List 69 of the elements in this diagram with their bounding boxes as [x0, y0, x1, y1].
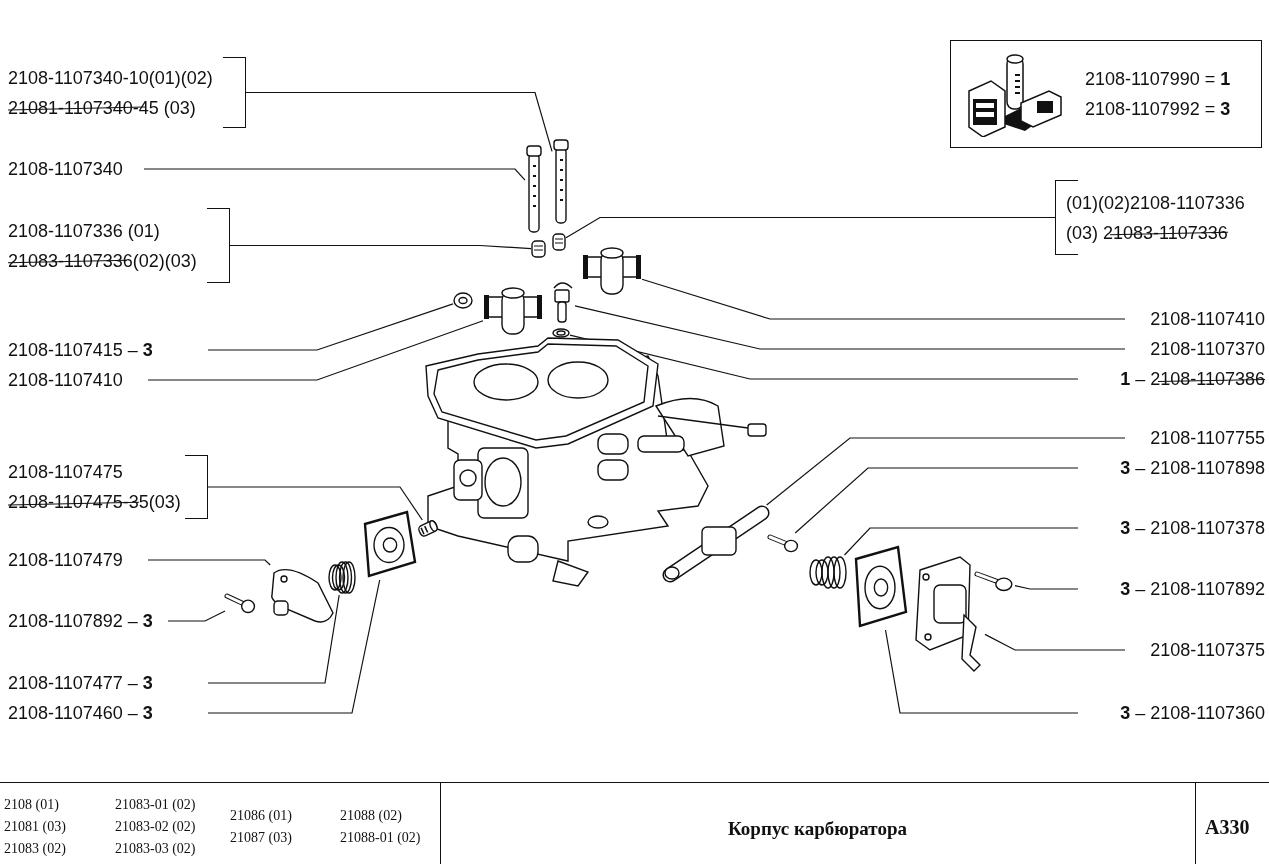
sheet-title: Корпус карбюратора: [727, 818, 908, 840]
model-code: 21088-01 (02): [340, 830, 421, 846]
leader-line: [574, 305, 1126, 350]
leader-line: [147, 559, 271, 566]
bracket: [8, 208, 230, 283]
washer-drawing: [552, 328, 570, 338]
leader-line: [843, 527, 1079, 556]
model-code: 21086 (01): [230, 808, 292, 824]
model-code: 2108 (01): [4, 797, 59, 813]
part-number: 2108-1107375: [1150, 639, 1265, 662]
leader-line: [207, 579, 381, 714]
part-number: 21083-1107336(02)(03): [8, 245, 197, 276]
part-number: 2108-1107479: [8, 549, 123, 572]
valve-body-drawing: [582, 245, 642, 295]
leader-line: [1014, 585, 1079, 590]
leader-line: [167, 610, 226, 622]
nut-drawing: [453, 292, 473, 309]
part-number: 3 – 2108-1107898: [1120, 457, 1265, 480]
screw-drawing: [975, 570, 1015, 592]
model-code: 21081 (03): [4, 819, 66, 835]
part-number: 2108-1107475: [8, 461, 123, 484]
model-code: 21083-02 (02): [115, 819, 196, 835]
part-number: 2108-1107477 – 3: [8, 672, 153, 695]
leader-line: [884, 629, 1079, 714]
kit-quantity: 2108-1107990 = 1: [1085, 68, 1232, 91]
part-number: 2108-1107410: [8, 369, 123, 392]
sheet-code: А330: [1205, 816, 1250, 839]
model-code: 21083-03 (02): [115, 841, 196, 857]
jet-drawing: [552, 233, 566, 251]
part-number: 2108-1107892 – 3: [8, 610, 153, 633]
screw-drawing: [225, 592, 257, 614]
model-code: 21083-01 (02): [115, 797, 196, 813]
part-number: 2108-1107755: [1150, 427, 1265, 450]
part-number: (01)(02)2108-1107336: [1066, 191, 1245, 215]
leader-line: [229, 244, 532, 250]
leader-line: [641, 278, 1126, 320]
kit-quantity: 2108-1107992 = 3: [1085, 98, 1232, 121]
spring-drawing: [808, 555, 848, 590]
plug-drawing: [418, 520, 438, 537]
valve-body-drawing: [483, 285, 543, 335]
parts-kit-box: [950, 40, 1262, 148]
part-number: 3 – 2108-1107892: [1120, 578, 1265, 601]
jet-drawing: [531, 240, 546, 258]
jet-tube-drawing: [552, 140, 570, 225]
part-number: 3 – 2108-1107360: [1120, 702, 1265, 725]
screw-drawing: [768, 533, 800, 553]
leader-line: [207, 594, 340, 684]
part-number: 2108-1107340-10(01)(02): [8, 66, 213, 90]
leader-line: [565, 216, 1056, 239]
leader-line: [794, 467, 1079, 534]
leader-line: [984, 633, 1126, 651]
part-number: 2108-1107460 – 3: [8, 702, 153, 725]
spring-drawing: [327, 560, 357, 595]
pipe-drawing: [662, 505, 772, 585]
leader-line: [569, 334, 1079, 380]
model-code: 21083 (02): [4, 841, 66, 857]
model-code: 21087 (03): [230, 830, 292, 846]
part-number: 2108-1107336 (01): [8, 219, 160, 243]
part-number: 2108-1107415 – 3: [8, 339, 153, 362]
leader-line: [143, 168, 526, 181]
leader-line: [766, 437, 1126, 506]
leader-line: [147, 320, 484, 381]
part-number: 2108-1107370: [1150, 338, 1265, 361]
leader-line: [207, 303, 454, 351]
jet-tube-drawing: [525, 146, 543, 234]
model-code: 21088 (02): [340, 808, 402, 824]
part-number: 3 – 2108-1107378: [1120, 517, 1265, 540]
part-number: 2108-1107340: [8, 158, 123, 181]
part-number: 2108-1107410: [1150, 308, 1265, 331]
